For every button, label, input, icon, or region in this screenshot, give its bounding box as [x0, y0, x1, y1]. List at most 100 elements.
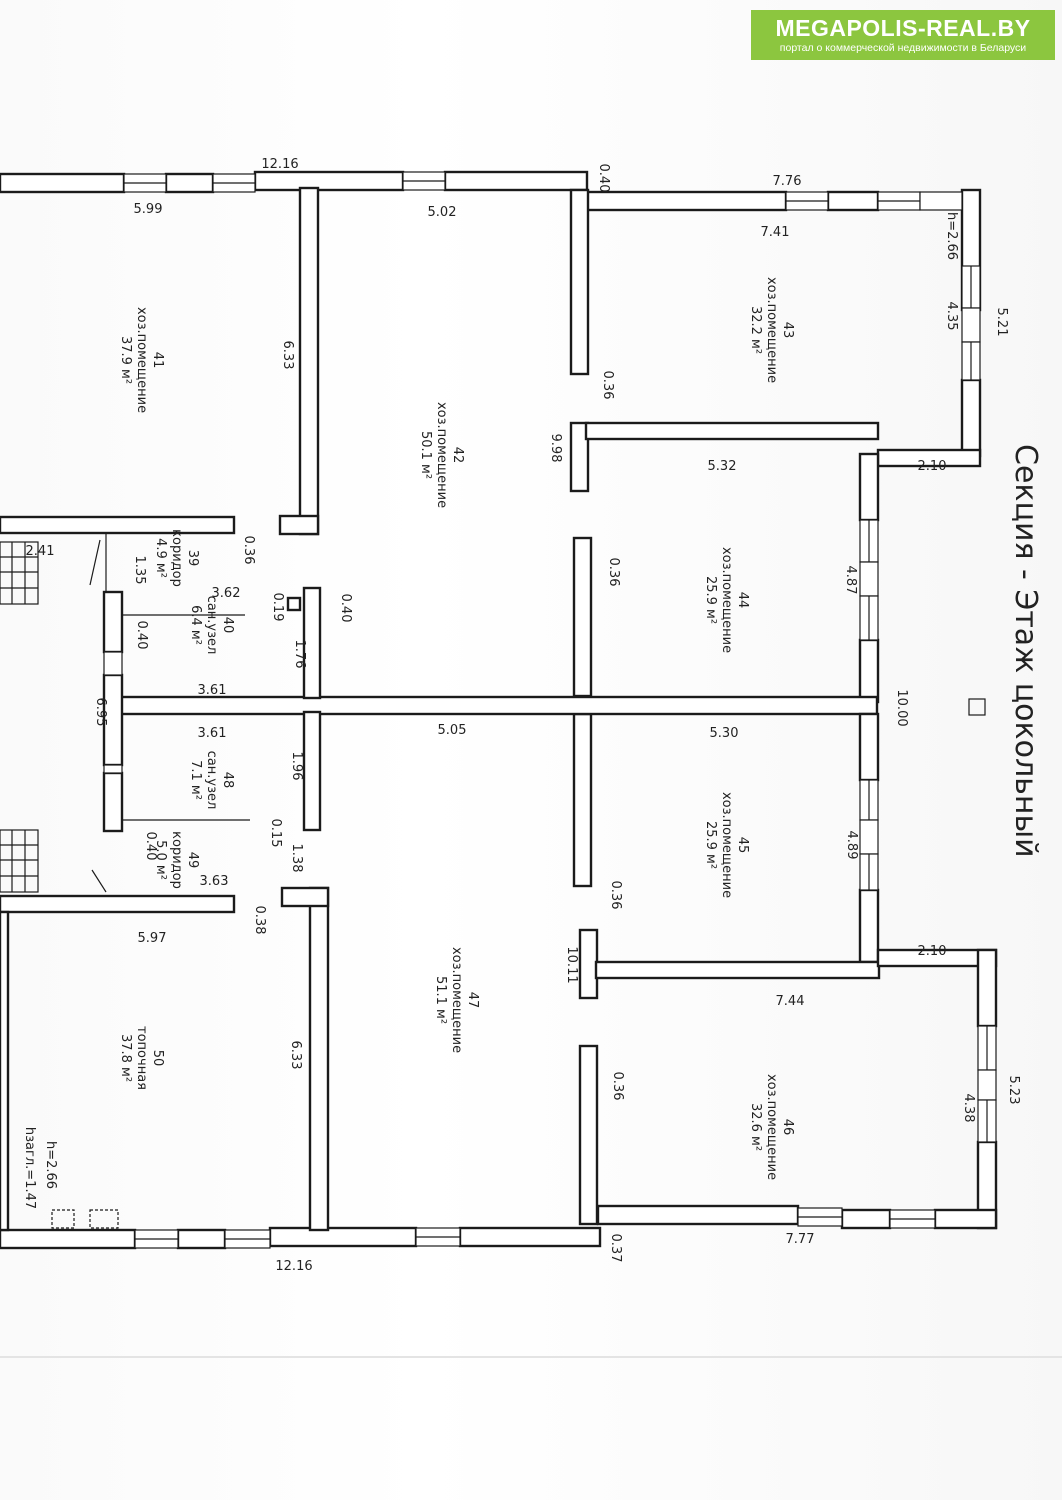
dimension-label: 2.10 [918, 944, 947, 959]
paper-fold-line [0, 1356, 1062, 1358]
room-49: 49 коридор 5.0 м² [153, 831, 200, 889]
banner-subtitle: портал о коммерческой недвижимости в Бел… [779, 42, 1027, 54]
dimension-label: 1.38 [289, 844, 304, 873]
svg-text:40: 40 [220, 617, 235, 634]
dimension-label: 6.33 [288, 1041, 303, 1070]
svg-text:хоз.помещение: хоз.помещение [449, 947, 464, 1053]
room-46: 46 хоз.помещение 32.6 м² [748, 1074, 795, 1180]
svg-text:48: 48 [220, 772, 235, 789]
dimension-label: 0.36 [610, 1072, 625, 1101]
dimension-label: 5.21 [994, 308, 1009, 337]
dimension-label: 1.96 [289, 752, 304, 781]
dimension-label: 4.89 [844, 831, 859, 860]
room-41: 41 хоз.помещение 37.9 м² [118, 307, 165, 413]
svg-text:39: 39 [185, 550, 200, 567]
dimension-label: 3.63 [200, 874, 229, 889]
dimension-label: 0.40 [143, 832, 158, 861]
dimension-label: 0.40 [134, 621, 149, 650]
dimension-label: 5.30 [710, 726, 739, 741]
dimension-label: 7.41 [761, 225, 790, 240]
dimension-label: 2.41 [26, 544, 55, 559]
svg-text:43: 43 [780, 322, 795, 339]
room-40: 40 сан.узел 6.4 м² [188, 596, 235, 655]
svg-text:5.0 м²: 5.0 м² [153, 840, 168, 880]
dimension-label: 10.11 [564, 946, 579, 983]
svg-text:хоз.помещение: хоз.помещение [764, 1074, 779, 1180]
dimension-label: h=2.66 [944, 212, 959, 260]
room-39: 39 коридор 4.9 м² [153, 529, 200, 587]
dimension-label: 0.38 [252, 906, 267, 935]
dimension-label: 0.36 [608, 881, 623, 910]
dimension-label: 0.19 [270, 593, 285, 622]
dimension-label: 5.23 [1006, 1076, 1021, 1105]
svg-text:7.1 м²: 7.1 м² [188, 760, 203, 800]
dimension-label: 5.02 [428, 205, 457, 220]
svg-text:50: 50 [150, 1050, 165, 1067]
svg-text:32.6 м²: 32.6 м² [748, 1103, 763, 1151]
dimension-label: 4.38 [961, 1094, 976, 1123]
svg-text:44: 44 [735, 592, 750, 609]
dimension-label: 7.76 [773, 174, 802, 189]
svg-text:хоз.помещение: хоз.помещение [134, 307, 149, 413]
dimension-label: 0.40 [596, 164, 611, 193]
svg-text:25.9 м²: 25.9 м² [703, 576, 718, 624]
svg-text:сан.узел: сан.узел [204, 596, 219, 655]
room-50: 50 топочная 37.8 м² [118, 1026, 165, 1090]
svg-text:51.1 м²: 51.1 м² [433, 976, 448, 1024]
svg-text:коридор: коридор [169, 831, 184, 889]
dimension-label: 5.32 [708, 459, 737, 474]
dimension-label: 6.95 [93, 698, 108, 727]
dimension-label: 0.40 [338, 594, 353, 623]
svg-text:25.9 м²: 25.9 м² [703, 821, 718, 869]
svg-text:сан.узел: сан.узел [204, 751, 219, 810]
dimension-label: 0.36 [606, 558, 621, 587]
svg-text:42: 42 [450, 447, 465, 464]
plan-stairs-and-doors [0, 534, 986, 1229]
dimension-label: 3.61 [198, 726, 227, 741]
dimension-label: 3.62 [212, 586, 241, 601]
dimension-label: 0.36 [600, 371, 615, 400]
dimension-label: 1.76 [292, 640, 307, 669]
svg-text:хоз.помещение: хоз.помещение [764, 277, 779, 383]
svg-text:49: 49 [185, 852, 200, 869]
svg-text:41: 41 [150, 352, 165, 369]
svg-text:6.4 м²: 6.4 м² [188, 605, 203, 645]
dimension-label: 12.16 [275, 1259, 312, 1274]
svg-text:топочная: топочная [134, 1026, 149, 1090]
dimension-label: 12.16 [261, 157, 298, 172]
dimension-label: 7.77 [786, 1232, 815, 1247]
svg-text:хоз.помещение: хоз.помещение [719, 792, 734, 898]
dimension-label: 1.35 [132, 556, 147, 585]
svg-text:32.2 м²: 32.2 м² [748, 306, 763, 354]
dimension-label: 0.37 [608, 1234, 623, 1263]
dimension-label: 0.15 [268, 819, 283, 848]
svg-text:50.1 м²: 50.1 м² [418, 431, 433, 479]
dimension-label: 7.44 [776, 994, 805, 1009]
plan-walls [0, 170, 998, 1250]
room-45: 45 хоз.помещение 25.9 м² [703, 792, 750, 898]
dimension-label: hзагл.=1.47 [22, 1127, 37, 1209]
dimension-label: h=2.66 [43, 1141, 58, 1189]
dimension-label: 4.35 [944, 302, 959, 331]
svg-text:37.8 м²: 37.8 м² [118, 1034, 133, 1082]
dimension-label: 3.61 [198, 683, 227, 698]
dimension-label: 5.05 [438, 723, 467, 738]
north-marker-square [968, 698, 986, 716]
room-43: 43 хоз.помещение 32.2 м² [748, 277, 795, 383]
section-title: Секция - Этаж цокольный [1008, 444, 1043, 858]
site-banner[interactable]: MEGAPOLIS-REAL.BY портал о коммерческой … [751, 10, 1055, 60]
svg-text:хоз.помещение: хоз.помещение [434, 402, 449, 508]
svg-text:46: 46 [780, 1119, 795, 1136]
room-44: 44 хоз.помещение 25.9 м² [703, 547, 750, 653]
dimension-label: 0.36 [241, 536, 256, 565]
dimension-label: 6.33 [280, 341, 295, 370]
dimension-label: 9.98 [548, 434, 563, 463]
svg-text:4.9 м²: 4.9 м² [153, 538, 168, 578]
dimension-label: 5.97 [138, 931, 167, 946]
svg-text:хоз.помещение: хоз.помещение [719, 547, 734, 653]
dimension-label: 4.87 [843, 566, 858, 595]
svg-text:коридор: коридор [169, 529, 184, 587]
